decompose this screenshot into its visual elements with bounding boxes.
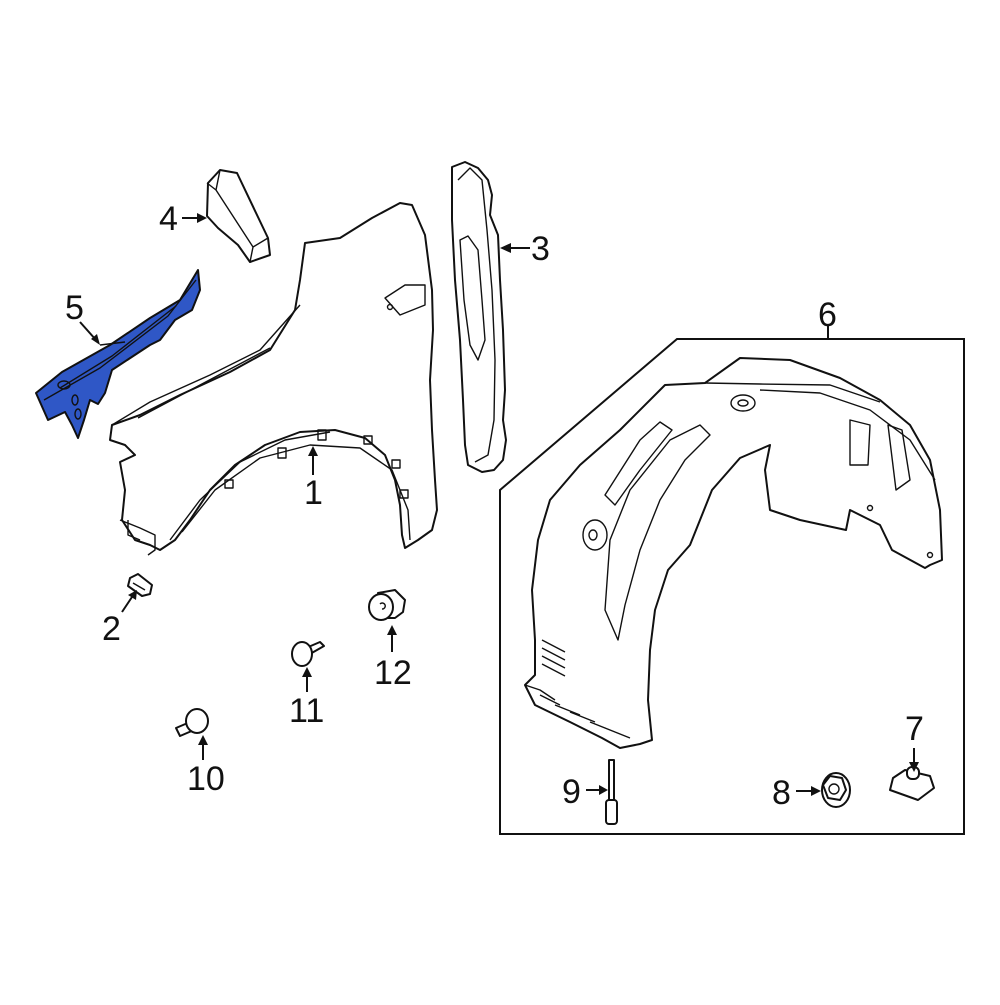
callout-3[interactable]: 3 xyxy=(531,230,550,268)
callout-8[interactable]: 8 xyxy=(772,774,791,812)
part-1-fender[interactable] xyxy=(109,202,438,556)
callout-2[interactable]: 2 xyxy=(102,610,121,648)
group-6-box xyxy=(499,326,965,835)
part-12-grommet[interactable] xyxy=(368,589,406,621)
part-10-push-pin[interactable] xyxy=(175,708,209,737)
callout-1[interactable]: 1 xyxy=(304,474,323,512)
part-5-apron-bracket[interactable] xyxy=(35,269,201,439)
callout-10[interactable]: 10 xyxy=(187,760,225,798)
part-2-clip[interactable] xyxy=(127,573,153,597)
callout-9[interactable]: 9 xyxy=(562,773,581,811)
part-6-fender-liner[interactable] xyxy=(524,357,943,749)
callout-11[interactable]: 11 xyxy=(289,692,325,730)
part-7-u-nut[interactable] xyxy=(889,766,935,801)
part-11-push-pin[interactable] xyxy=(291,641,325,667)
callout-7[interactable]: 7 xyxy=(905,710,924,748)
part-9-rivet[interactable] xyxy=(605,759,618,825)
part-4-insulator-block[interactable] xyxy=(206,169,271,263)
part-3-fender-insulator[interactable] xyxy=(451,161,507,473)
callout-4[interactable]: 4 xyxy=(159,200,178,238)
callout-5[interactable]: 5 xyxy=(65,289,84,327)
part-8-flange-nut[interactable] xyxy=(821,772,851,808)
callout-12[interactable]: 12 xyxy=(374,654,412,692)
callout-6[interactable]: 6 xyxy=(818,296,837,334)
leader-arrows xyxy=(79,213,919,796)
